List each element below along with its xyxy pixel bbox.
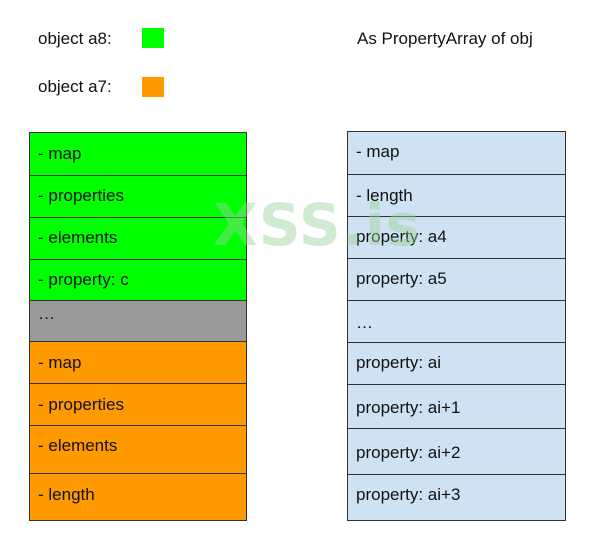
left-cell-label: - map (38, 353, 82, 372)
right-cell-property-ai-plus-3: property: ai+3 (348, 474, 565, 520)
left-cell-length-a7: - length (30, 473, 246, 520)
left-cell-ellipsis: … (30, 300, 246, 341)
left-cell-label: - properties (38, 186, 124, 205)
left-cell-label: - length (38, 485, 95, 504)
right-cell-property-a5: property: a5 (348, 258, 565, 300)
right-cell-property-ai: property: ai (348, 342, 565, 384)
legend-swatch-a7 (142, 77, 164, 97)
left-cell-elements-a7: - elements (30, 425, 246, 473)
left-cell-properties-a7: - properties (30, 383, 246, 425)
left-cell-property-c: - property: c (30, 259, 246, 300)
left-cell-map-a7: - map (30, 341, 246, 383)
left-cell-properties-a8: - properties (30, 175, 246, 217)
property-array-title: As PropertyArray of obj (357, 29, 533, 48)
right-cell-label: property: a4 (356, 227, 447, 246)
right-cell-property-ai-plus-2: property: ai+2 (348, 428, 565, 474)
right-cell-label: property: ai+1 (356, 398, 461, 417)
left-cell-elements-a8: - elements (30, 217, 246, 259)
legend-label-a8: object a8: (38, 29, 112, 48)
legend-swatch-a8 (142, 28, 164, 48)
right-cell-map: - map (348, 132, 565, 174)
right-cell-label: - length (356, 186, 413, 205)
right-cell-ellipsis: … (348, 300, 565, 342)
right-cell-length: - length (348, 174, 565, 216)
right-cell-label: property: ai+3 (356, 485, 461, 504)
property-array-column: - map - length property: a4 property: a5… (347, 131, 566, 521)
right-cell-label: property: a5 (356, 269, 447, 288)
left-cell-map-a8: - map (30, 133, 246, 175)
right-cell-property-ai-plus-1: property: ai+1 (348, 384, 565, 428)
memory-layout-left: - map - properties - elements - property… (29, 132, 247, 521)
left-cell-label: - elements (38, 228, 118, 247)
right-cell-label: property: ai (356, 353, 442, 372)
right-cell-label: property: ai+2 (356, 443, 461, 462)
right-cell-label: - map (356, 142, 400, 161)
left-cell-label: - map (38, 144, 82, 163)
right-cell-label: … (356, 313, 373, 332)
left-cell-label: - elements (38, 436, 118, 455)
right-cell-property-a4: property: a4 (348, 216, 565, 258)
left-cell-label: - property: c (38, 270, 129, 289)
legend-label-a7: object a7: (38, 77, 112, 96)
left-cell-label: - properties (38, 395, 124, 414)
left-cell-label: … (38, 304, 55, 323)
